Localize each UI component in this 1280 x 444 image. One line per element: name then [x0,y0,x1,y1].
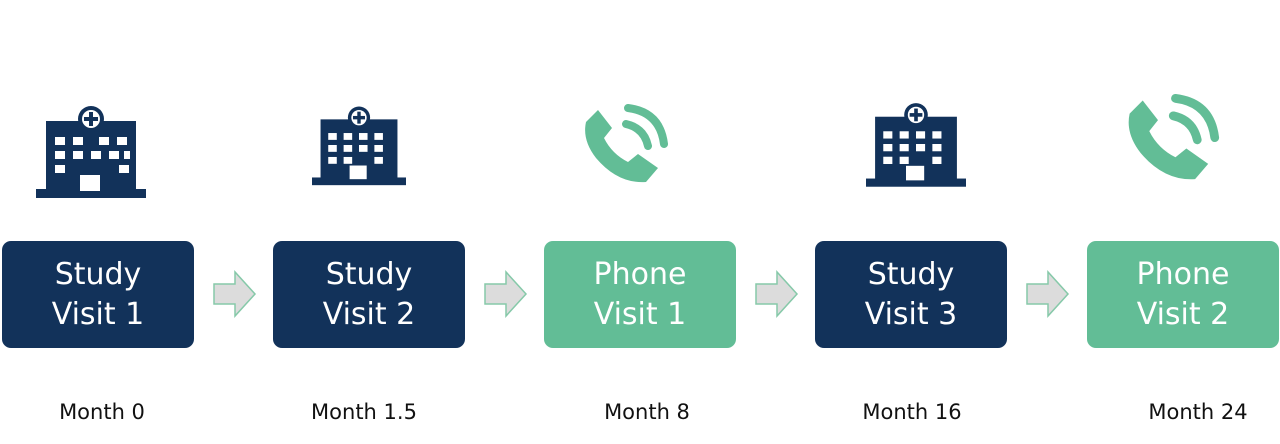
box-line2: Visit 3 [864,296,958,332]
box-line2: Visit 2 [1136,296,1230,332]
month-label: Month 24 [1148,400,1248,424]
box-line2: Visit 2 [322,296,416,332]
phone-visit-2-box: Phone Visit 2 [1087,241,1279,348]
arrow-right-icon [484,270,528,318]
hospital-icon [866,103,966,187]
month-label: Month 0 [59,400,145,424]
phone-icon [585,104,668,183]
month-label: Month 1.5 [311,400,417,424]
hospital-icon [36,106,146,198]
month-label: Month 16 [862,400,962,424]
box-line1: Phone [1136,256,1230,292]
study-visit-1-box: Study Visit 1 [2,241,194,348]
box-line1: Study [54,256,142,292]
arrow-right-icon [755,270,799,318]
study-visit-3-box: Study Visit 3 [815,241,1007,348]
arrow-right-icon [213,270,257,318]
box-line1: Study [325,256,413,292]
arrow-right-icon [1026,270,1070,318]
phone-icon [1128,94,1220,180]
box-line1: Study [867,256,955,292]
phone-visit-1-box: Phone Visit 1 [544,241,736,348]
study-visit-2-box: Study Visit 2 [273,241,465,348]
month-label: Month 8 [604,400,690,424]
box-line2: Visit 1 [51,296,145,332]
box-line1: Phone [593,256,687,292]
box-line2: Visit 1 [593,296,687,332]
hospital-icon [312,106,406,186]
